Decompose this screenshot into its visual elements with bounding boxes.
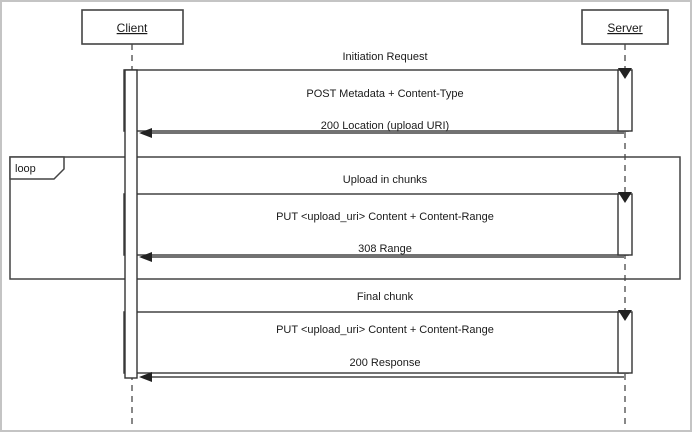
- arrowhead-server-upload-chunks: [618, 192, 632, 203]
- participant-label-server: Server: [607, 21, 642, 35]
- loop-fragment-label: loop: [15, 163, 36, 175]
- loop-fragment-tab: [9, 156, 65, 180]
- arrowhead-client-308-range: [139, 252, 152, 262]
- group-caption-final-chunk: Final chunk: [357, 291, 414, 303]
- participant-box-server[interactable]: [581, 9, 669, 45]
- participant-label-client: Client: [117, 21, 148, 35]
- arrowhead-server-initiation: [618, 68, 632, 79]
- activation-bar-server-initiation: [617, 69, 633, 132]
- message-label-post-metadata: POST Metadata + Content-Type: [306, 88, 463, 100]
- message-label-200-location: 200 Location (upload URI): [321, 120, 449, 132]
- arrowhead-client-200-location: [139, 128, 152, 138]
- activation-bar-client: [124, 69, 138, 379]
- arrowhead-client-200-response: [139, 372, 152, 382]
- message-label-put-final-chunk: PUT <upload_uri> Content + Content-Range: [276, 324, 494, 336]
- loop-fragment-frame: [9, 156, 681, 280]
- arrowhead-server-final-chunk: [618, 310, 632, 321]
- activation-bar-server-upload-chunks: [617, 193, 633, 256]
- group-caption-upload-in-chunks: Upload in chunks: [343, 174, 428, 186]
- message-label-200-response: 200 Response: [350, 357, 421, 369]
- group-caption-initiation: Initiation Request: [343, 51, 428, 63]
- activation-bar-server-final-chunk: [617, 311, 633, 374]
- message-label-put-chunk: PUT <upload_uri> Content + Content-Range: [276, 211, 494, 223]
- message-label-308-range: 308 Range: [358, 243, 412, 255]
- participant-box-client[interactable]: [81, 9, 184, 45]
